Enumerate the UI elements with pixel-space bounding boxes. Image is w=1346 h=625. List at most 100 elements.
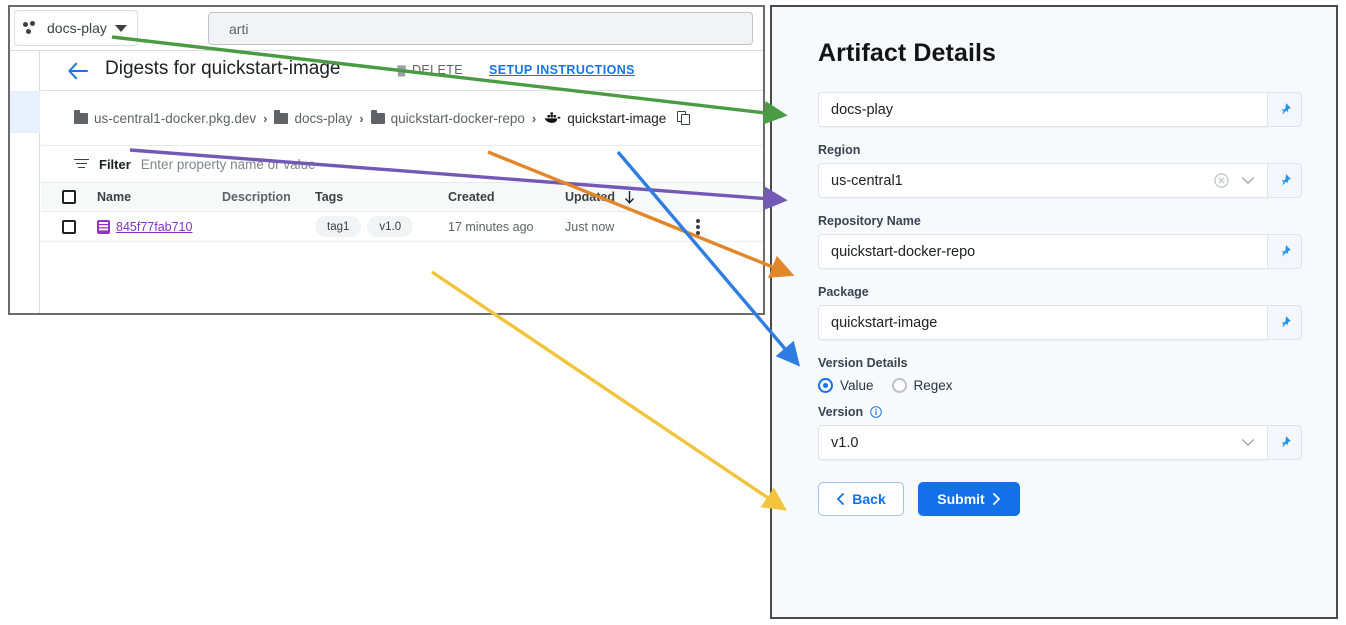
project-input-value: docs-play [831, 101, 894, 118]
digests-table: Name Description Tags Created Updated [41, 183, 763, 242]
docker-whale-icon [544, 112, 561, 123]
chevron-right-icon [992, 493, 1000, 505]
breadcrumb-separator: › [359, 110, 364, 126]
pin-button-repository[interactable] [1268, 234, 1302, 269]
page-title: Digests for quickstart-image [105, 58, 341, 79]
chevron-left-icon [837, 493, 845, 505]
region-input-value: us-central1 [831, 172, 903, 189]
breadcrumb-item-repository[interactable]: quickstart-docker-repo [370, 109, 525, 126]
caret-down-icon [114, 24, 127, 32]
back-arrow-icon[interactable] [67, 61, 89, 81]
package-input[interactable]: quickstart-image [818, 305, 1268, 340]
version-details-radio-group: Value Regex [818, 378, 1298, 393]
package-input-row: quickstart-image [818, 305, 1302, 340]
breadcrumb-separator: › [531, 110, 537, 126]
field-group-project: docs-play [810, 92, 1302, 127]
column-header-updated-label: Updated [565, 190, 615, 204]
version-label: Version [818, 405, 1298, 419]
column-header-name[interactable]: Name [97, 190, 132, 204]
submit-button-label: Submit [937, 491, 985, 507]
form-buttons: Back Submit [810, 482, 1298, 516]
version-input-value: v1.0 [831, 434, 859, 451]
back-button[interactable]: Back [818, 482, 904, 516]
radio-regex[interactable]: Regex [891, 378, 953, 393]
delete-button[interactable]: DELETE [396, 63, 463, 77]
breadcrumb: us-central1-docker.pkg.dev › docs-play ›… [41, 91, 763, 145]
search-input-value: arti [229, 20, 249, 37]
digest-link[interactable]: 845f77fab710 [97, 219, 222, 234]
version-input[interactable]: v1.0 [818, 425, 1268, 460]
breadcrumb-label: quickstart-image [567, 110, 667, 126]
field-group-package: Package quickstart-image [810, 285, 1302, 340]
digest-icon [97, 219, 110, 234]
breadcrumb-label: quickstart-docker-repo [390, 110, 525, 126]
field-group-region: Region us-central1 [810, 143, 1302, 198]
cell-created: 17 minutes ago [448, 219, 534, 234]
field-group-version-details: Version Details Value Regex [810, 356, 1298, 393]
digest-link-label: 845f77fab710 [116, 219, 193, 234]
column-header-description[interactable]: Description [222, 190, 291, 204]
breadcrumb-item-registry[interactable]: us-central1-docker.pkg.dev [74, 109, 257, 126]
chevron-down-icon[interactable] [1241, 438, 1255, 447]
setup-instructions-link[interactable]: SETUP INSTRUCTIONS [489, 63, 635, 77]
field-group-repository: Repository Name quickstart-docker-repo [810, 214, 1302, 269]
clear-circle-icon[interactable] [1214, 173, 1229, 188]
repository-input[interactable]: quickstart-docker-repo [818, 234, 1268, 269]
checkbox-icon[interactable] [62, 190, 76, 204]
version-details-label: Version Details [818, 356, 908, 370]
back-button-label: Back [852, 491, 886, 507]
breadcrumb-item-image[interactable]: quickstart-image [543, 111, 666, 126]
breadcrumb-label: us-central1-docker.pkg.dev [94, 110, 257, 126]
version-input-row: v1.0 [818, 425, 1302, 460]
copy-icon[interactable] [677, 110, 691, 126]
row-checkbox-cell[interactable] [41, 219, 97, 234]
sort-down-arrow-icon [624, 190, 635, 204]
region-input[interactable]: us-central1 [818, 163, 1268, 198]
column-header-updated[interactable]: Updated [565, 190, 675, 204]
project-picker-chip[interactable]: docs-play [14, 10, 138, 46]
radio-unselected-icon[interactable] [891, 378, 907, 393]
project-input[interactable]: docs-play [818, 92, 1268, 127]
info-icon[interactable] [869, 406, 882, 418]
repository-label: Repository Name [818, 214, 921, 228]
select-all-checkbox-cell[interactable] [41, 190, 97, 204]
checkbox-icon[interactable] [62, 219, 76, 234]
tag-pill[interactable]: tag1 [315, 216, 362, 237]
filter-icon[interactable] [74, 158, 89, 170]
pin-icon [1281, 436, 1291, 448]
filter-bar: Filter Enter property name or value [41, 145, 763, 183]
pin-button-project[interactable] [1268, 92, 1302, 127]
kebab-menu-icon[interactable] [696, 218, 700, 235]
pin-button-package[interactable] [1268, 305, 1302, 340]
cell-name[interactable]: 845f77fab710 [97, 219, 222, 234]
radio-selected-icon[interactable] [818, 378, 833, 393]
region-label: Region [818, 143, 861, 157]
filter-label: Filter [99, 156, 131, 172]
package-input-value: quickstart-image [831, 314, 938, 331]
radio-value[interactable]: Value [818, 378, 874, 393]
delete-button-label: DELETE [412, 63, 464, 77]
pin-button-version[interactable] [1268, 425, 1302, 460]
column-header-tags[interactable]: Tags [315, 190, 344, 204]
project-picker-label: docs-play [47, 20, 107, 36]
folder-icon [74, 109, 88, 124]
submit-button[interactable]: Submit [918, 482, 1020, 516]
breadcrumb-label: docs-play [294, 110, 353, 126]
filter-input-placeholder[interactable]: Enter property name or value [140, 156, 316, 172]
breadcrumb-item-project[interactable]: docs-play [274, 109, 353, 126]
column-header-created[interactable]: Created [448, 190, 495, 204]
search-input[interactable]: arti [208, 12, 753, 45]
chevron-down-icon[interactable] [1241, 176, 1255, 185]
package-label: Package [818, 285, 869, 299]
pin-icon [1281, 316, 1291, 328]
breadcrumb-separator: › [263, 110, 268, 126]
row-menu-cell[interactable] [675, 218, 721, 235]
console-top-bar: docs-play arti [10, 7, 763, 51]
folder-icon [274, 109, 289, 124]
pin-button-region[interactable] [1268, 163, 1302, 198]
tag-pill[interactable]: v1.0 [367, 216, 414, 237]
project-dots-icon [23, 21, 39, 35]
